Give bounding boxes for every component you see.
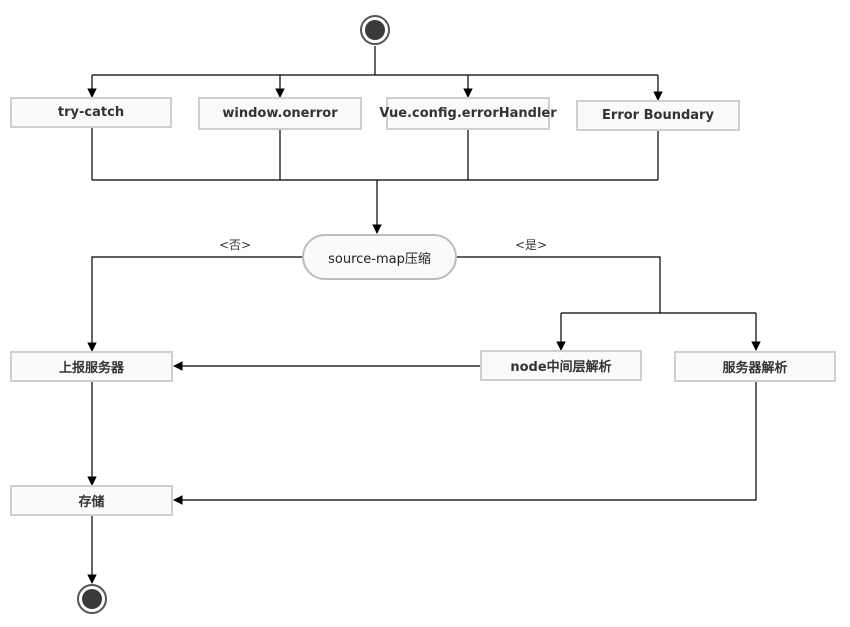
- node-node-middle-layer: node中间层解析: [480, 350, 642, 381]
- node-error-boundary: Error Boundary: [576, 100, 740, 131]
- yes-branch-line: [457, 256, 661, 313]
- node-server-parse: 服务器解析: [674, 351, 836, 382]
- node-source-map: source-map压缩: [302, 234, 457, 280]
- node-try-catch: try-catch: [10, 97, 172, 128]
- end-node: [77, 584, 107, 614]
- label-no: <否>: [219, 238, 252, 252]
- start-node-fill: [365, 20, 385, 40]
- start-node: [360, 15, 390, 45]
- label-yes: <是>: [515, 238, 548, 252]
- node-storage: 存储: [10, 485, 173, 516]
- server-to-storage-arrow: [173, 382, 757, 505]
- no-branch-arrow: [87, 256, 302, 352]
- end-node-fill: [82, 589, 102, 609]
- node-report-server: 上报服务器: [10, 351, 173, 382]
- node-vue-error-handler: Vue.config.errorHandler: [379, 97, 557, 130]
- node-window-onerror: window.onerror: [198, 97, 362, 130]
